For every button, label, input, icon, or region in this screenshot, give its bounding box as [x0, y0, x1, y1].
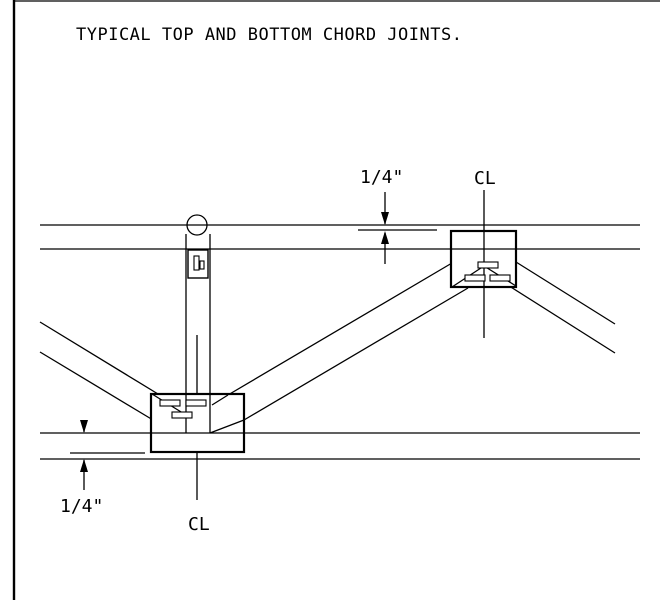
bottom-offset-dimension: 1/4" [60, 420, 145, 517]
drawing-title: TYPICAL TOP AND BOTTOM CHORD JOINTS. [76, 25, 462, 45]
bottom-joint-plate [149, 392, 246, 454]
bottom-joint-tooth-3 [171, 411, 193, 419]
top-joint-tooth-1 [477, 261, 499, 269]
main-diagonal-lower-edge [243, 287, 469, 421]
bottom-joint-right-diag-lower [209, 419, 245, 434]
main-diagonal-upper-edge [227, 262, 453, 396]
bottom-offset-label: 1/4" [60, 496, 103, 517]
right-diagonal-web [505, 261, 616, 354]
top-offset-label: 1/4" [360, 167, 403, 188]
top-offset-arrow-up [381, 231, 389, 244]
top-joint-plate [449, 190, 518, 338]
top-centerline-label: CL [474, 168, 496, 189]
vertical-web-plate-tooth [193, 255, 200, 271]
main-diagonal-web [227, 262, 469, 421]
bottom-joint-right-diag [211, 394, 229, 406]
bottom-offset-arrow-down [80, 420, 88, 433]
top-offset-dimension: 1/4" [358, 167, 437, 264]
bottom-centerline-label: CL [188, 514, 210, 535]
vertical-web-plate-tooth-small [199, 260, 205, 270]
left-diagonal-web [39, 321, 159, 421]
top-joint-tooth-2 [464, 274, 486, 282]
top-chord [40, 224, 640, 250]
vertical-web-pin-circle [186, 214, 208, 236]
right-diagonal-upper-edge [515, 261, 616, 325]
top-offset-arrow-down [381, 212, 389, 225]
bottom-chord [40, 432, 640, 460]
right-diagonal-lower-edge [505, 283, 616, 354]
vertical-web-member [185, 214, 211, 500]
bottom-joint-tooth-2 [185, 399, 207, 407]
left-diagonal-upper-edge [39, 321, 159, 395]
top-joint-tooth-3 [489, 274, 511, 282]
bottom-offset-arrow-up [80, 459, 88, 472]
left-diagonal-lower-edge [39, 351, 154, 421]
bottom-joint-tooth-1 [159, 399, 181, 407]
